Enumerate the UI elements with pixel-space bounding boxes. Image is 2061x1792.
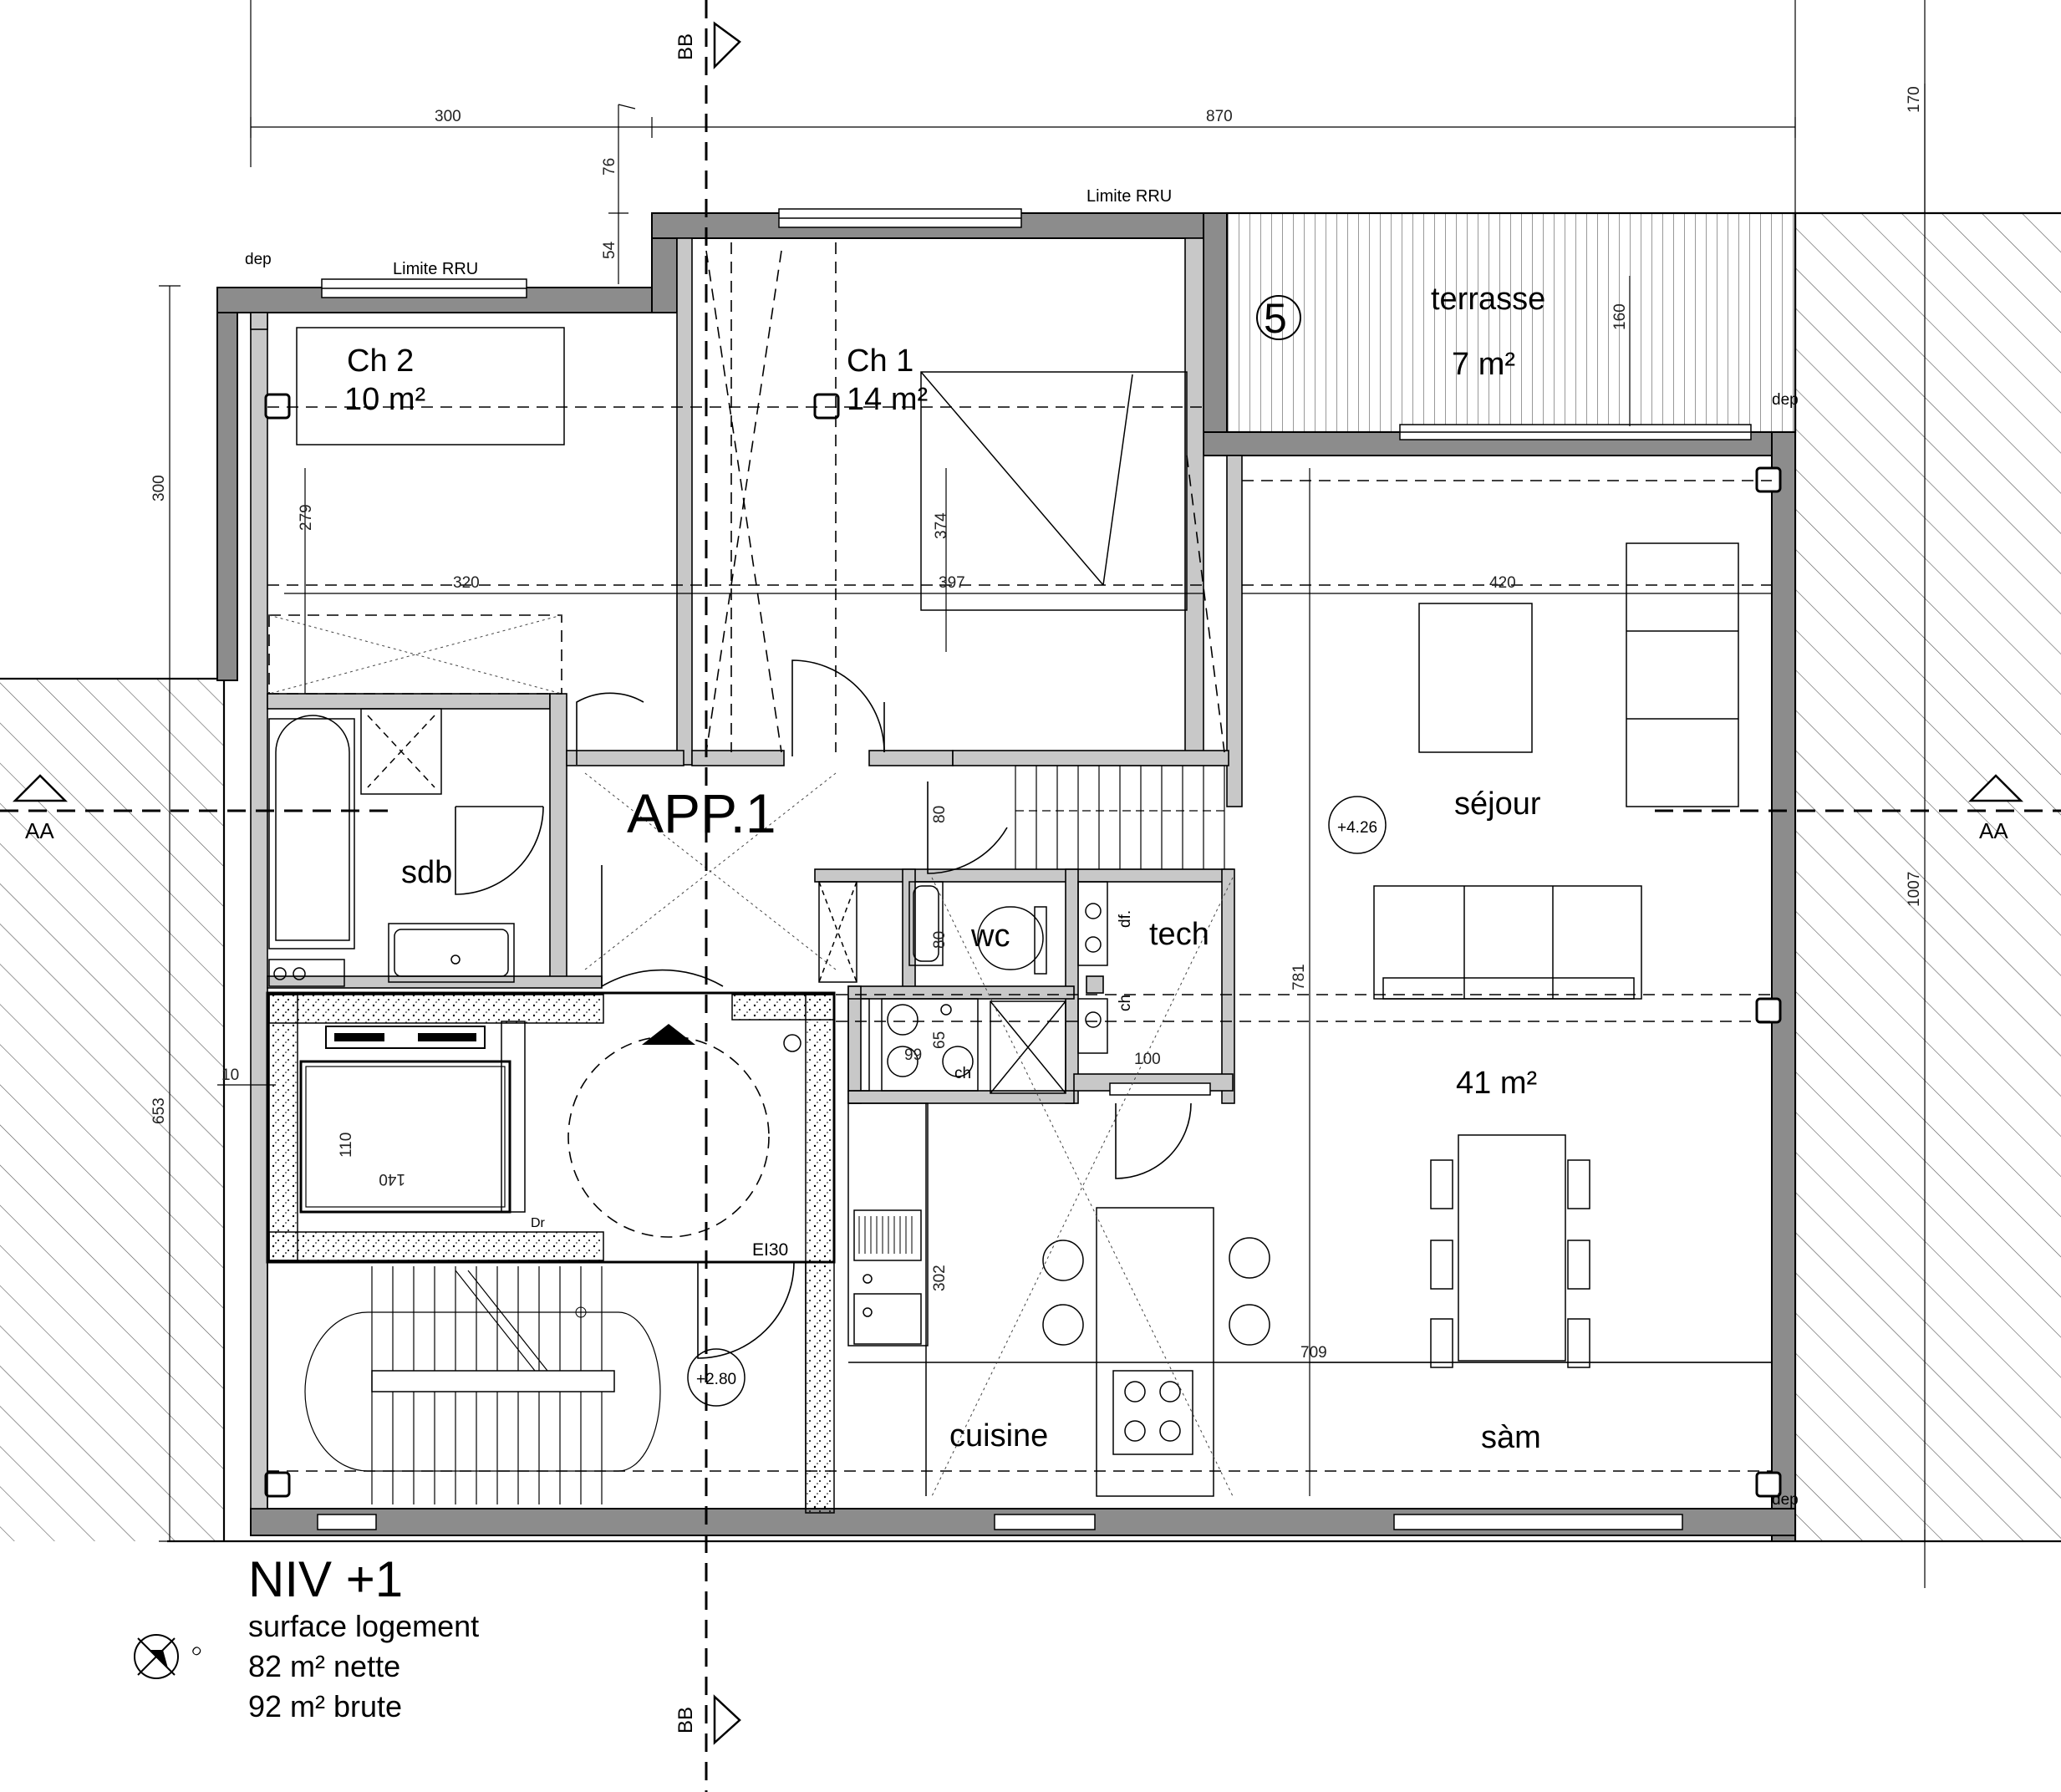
surface-label: surface logement [248,1609,479,1643]
dim-lift-110: 110 [338,1133,355,1158]
room-terrace-name: terrasse [1431,282,1545,317]
dim-terrace-depth: 160 [1611,303,1629,330]
dim-living-781: 781 [1290,964,1308,990]
dim-right-1007: 1007 [1906,872,1923,907]
dim-top-left: 300 [435,108,461,125]
room-ch2-area: 10 m² [344,382,425,417]
dim-ch2-width: 320 [453,574,480,592]
bathroom-fixtures [268,708,1108,1094]
dimension-texts: 300 870 170 76 54 300 653 10 1007 320 27… [150,86,1923,1362]
windows [317,208,1752,1530]
staircase-upper [1015,765,1225,870]
section-label-bb-top: BB [674,33,697,60]
level-title: NIV +1 [248,1551,403,1607]
dim-offset-76: 76 [601,158,618,176]
ch-label-tech: ch [1117,995,1134,1011]
limit-rru-right: Limite RRU [1086,187,1172,206]
apartment-label: APP.1 [627,782,776,844]
dim-ch2-depth: 279 [298,504,315,531]
dimension-lines [159,84,1936,1542]
annotations: Limite RRU Limite RRU dep dep dep df. ch… [245,187,1799,1509]
section-labels: BB BB AA AA [25,33,2008,1733]
dim-living-709: 709 [1300,1344,1327,1362]
dep-label-terrace: dep [1772,391,1799,409]
level-stair: +2.80 [696,1371,736,1388]
compass-rose-icon: O [134,1634,205,1679]
dr-label: Dr [531,1216,546,1230]
room-sam-name: sàm [1481,1420,1541,1455]
lift-core [266,991,836,1514]
room-labels: Ch 2 10 m² Ch 1 14 m² terrasse 7 m² APP.… [344,282,1545,1455]
dim-left-300: 300 [150,475,168,501]
room-tech-name: tech [1149,917,1209,952]
living-furniture [1328,542,1739,1368]
fire-rating: EI30 [752,1240,788,1260]
beds [296,327,1188,611]
dim-top-right: 870 [1206,108,1233,125]
staircase [267,1261,807,1509]
dim-left-653: 653 [150,1097,168,1124]
columns [264,393,1782,1498]
dim-kitchen-302: 302 [931,1265,949,1291]
neighbour-right [1794,211,2061,1541]
room-ch2-name: Ch 2 [347,344,414,379]
dim-offset-54: 54 [601,241,618,259]
ch-label-wc: ch [954,1065,971,1082]
room-sejour-area: 41 m² [1456,1066,1537,1101]
structure-lines [267,242,1772,1497]
interior-walls [250,237,1243,1509]
dim-left-10: 10 [221,1067,239,1084]
dim-passage-80: 80 [931,806,949,823]
dep-label-top-left: dep [245,251,272,268]
room-ch1-area: 14 m² [847,382,928,417]
limit-rru-left: Limite RRU [393,260,478,278]
dim-lift-140: 140 [379,1170,405,1188]
dim-wc-80: 80 [931,931,949,949]
room-sejour-name: séjour [1454,787,1541,822]
dep-label-bottom-right: dep [1772,1491,1799,1509]
dim-ch1-depth: 374 [933,512,950,539]
dim-wc-65: 65 [931,1031,949,1049]
svg-text:O: O [189,1643,205,1659]
dim-tech-100: 100 [1134,1051,1161,1068]
surface-gross: 92 m² brute [248,1689,402,1723]
terrace-area [1225,211,1797,434]
neighbour-left [0,677,226,1541]
room-wc-name: wc [970,919,1010,954]
level-sejour: +4.26 [1337,819,1377,837]
dim-ch1-width: 397 [939,574,965,592]
surface-net: 82 m² nette [248,1649,400,1683]
section-label-aa-right: AA [1979,818,2008,843]
dim-wc-99: 99 [904,1046,922,1064]
room-ch1-name: Ch 1 [847,344,913,379]
room-sdb-name: sdb [401,855,452,890]
dim-top-far-right: 170 [1906,86,1923,113]
room-cuisine-name: cuisine [949,1418,1048,1453]
section-label-bb-bottom: BB [674,1707,697,1733]
terrace-number: 5 [1264,295,1287,342]
doors [455,659,1192,1359]
section-label-aa-left: AA [25,818,54,843]
section-arrow-icon [12,21,2024,1745]
wardrobes [268,250,1225,753]
df-label: df. [1117,910,1134,928]
dim-sejour-width: 420 [1489,574,1516,592]
room-terrace-area: 7 m² [1452,347,1515,382]
title-block: NIV +1 surface logement 82 m² nette 92 m… [248,1551,479,1723]
